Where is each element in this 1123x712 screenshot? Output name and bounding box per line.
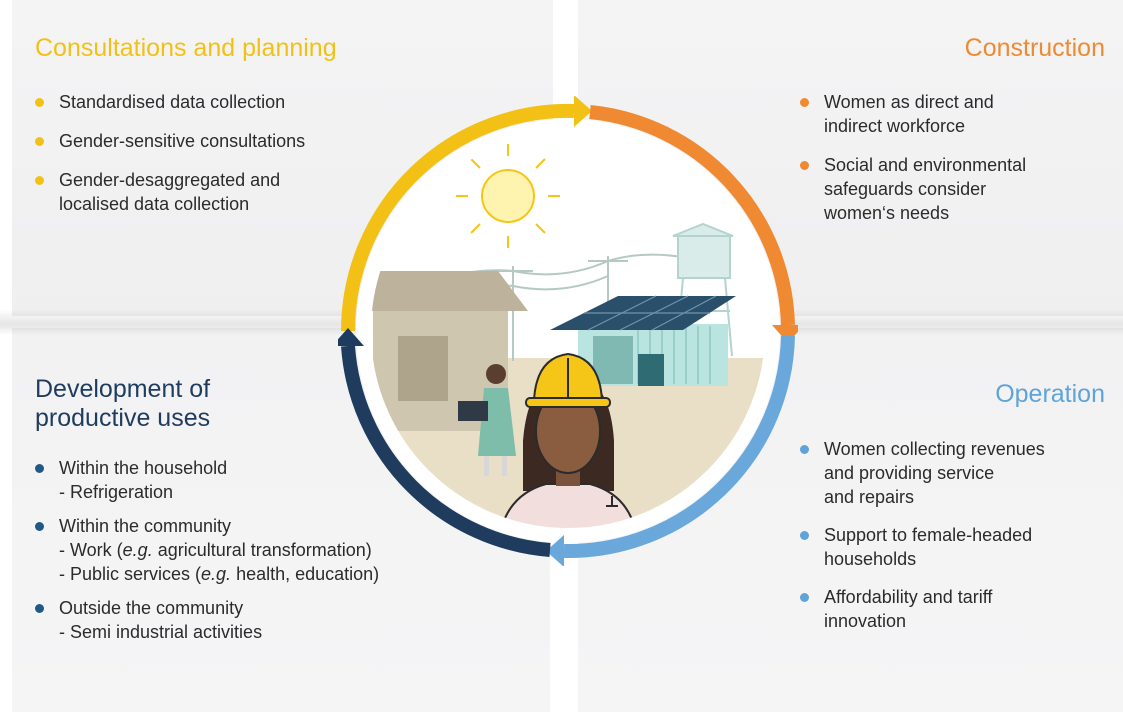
bullet-icon (35, 522, 44, 531)
bullet-icon (35, 176, 44, 185)
list-item: Support to female-headed households (800, 523, 1110, 571)
arrow-productive-uses-icon (338, 328, 364, 346)
item-text-line: women‘s needs (824, 203, 950, 223)
item-text: Affordability and tariff (824, 587, 993, 607)
list-consultations-planning: Standardised data collection Gender-sens… (35, 90, 395, 231)
bullet-icon (800, 531, 809, 540)
list-item: Within the community - Work (e.g. agricul… (35, 514, 475, 586)
sun-icon (456, 144, 560, 248)
bullet-icon (35, 464, 44, 473)
item-text: Within the household (59, 458, 228, 478)
arc-operation (563, 335, 795, 559)
bullet-icon (35, 98, 44, 107)
list-item: Social and environmental safeguards consi… (800, 153, 1100, 225)
bullet-icon (800, 98, 809, 107)
title-operation: Operation (995, 380, 1105, 408)
title-construction: Construction (964, 34, 1105, 62)
list-item: Within the household - Refrigeration (35, 456, 475, 504)
item-text: Gender-desaggregated and (59, 170, 281, 190)
list-item: Gender-desaggregated and localised data c… (35, 168, 395, 216)
title-productive-uses: Development of productive uses (35, 375, 211, 432)
list-item: Standardised data collection (35, 90, 395, 114)
item-text-line: and providing service (824, 463, 995, 483)
item-subtext: - Public services (e.g. health, educatio… (59, 564, 380, 584)
item-text: Outside the community (59, 598, 244, 618)
cycle-diagram (338, 96, 798, 566)
bullet-icon (800, 445, 809, 454)
solar-container-icon (550, 295, 736, 386)
item-text-line: innovation (824, 611, 907, 631)
list-item: Women collecting revenues and providing s… (800, 437, 1110, 509)
item-text: Women as direct and (824, 92, 994, 112)
woman-with-laptop-icon (458, 364, 516, 476)
item-text: Within the community (59, 516, 232, 536)
item-text: Gender-sensitive consultations (59, 131, 306, 151)
item-subtext: - Work (e.g. agricultural transformation… (59, 540, 372, 560)
item-text: Women collecting revenues (824, 439, 1045, 459)
bullet-icon (800, 161, 809, 170)
item-text-line: and repairs (824, 487, 915, 507)
title-consultations-planning: Consultations and planning (35, 34, 337, 62)
list-operation: Women collecting revenues and providing s… (800, 437, 1110, 647)
item-text: Social and environmental (824, 155, 1027, 175)
item-text-line: localised data collection (59, 194, 250, 214)
item-text-line: households (824, 549, 917, 569)
item-subtext: - Semi industrial activities (59, 622, 263, 642)
bullet-icon (35, 604, 44, 613)
arc-planning (341, 103, 575, 332)
arrow-operation-icon (546, 535, 564, 566)
item-text-line: safeguards consider (824, 179, 987, 199)
arc-construction (589, 105, 795, 326)
arc-productive-uses (341, 345, 551, 557)
list-item: Affordability and tariff innovation (800, 585, 1110, 633)
list-item: Women as direct and indirect workforce (800, 90, 1100, 138)
list-productive-uses: Within the household - Refrigeration With… (35, 456, 475, 654)
list-item: Outside the community - Semi industrial a… (35, 596, 475, 644)
item-subtext: - Refrigeration (59, 482, 174, 502)
list-item: Gender-sensitive consultations (35, 129, 395, 153)
item-text: Standardised data collection (59, 92, 286, 112)
list-construction: Women as direct and indirect workforce So… (800, 90, 1100, 240)
item-text-line: indirect workforce (824, 116, 966, 136)
item-text: Support to female-headed (824, 525, 1033, 545)
arrow-planning-icon (574, 96, 592, 127)
bullet-icon (35, 137, 44, 146)
bullet-icon (800, 593, 809, 602)
